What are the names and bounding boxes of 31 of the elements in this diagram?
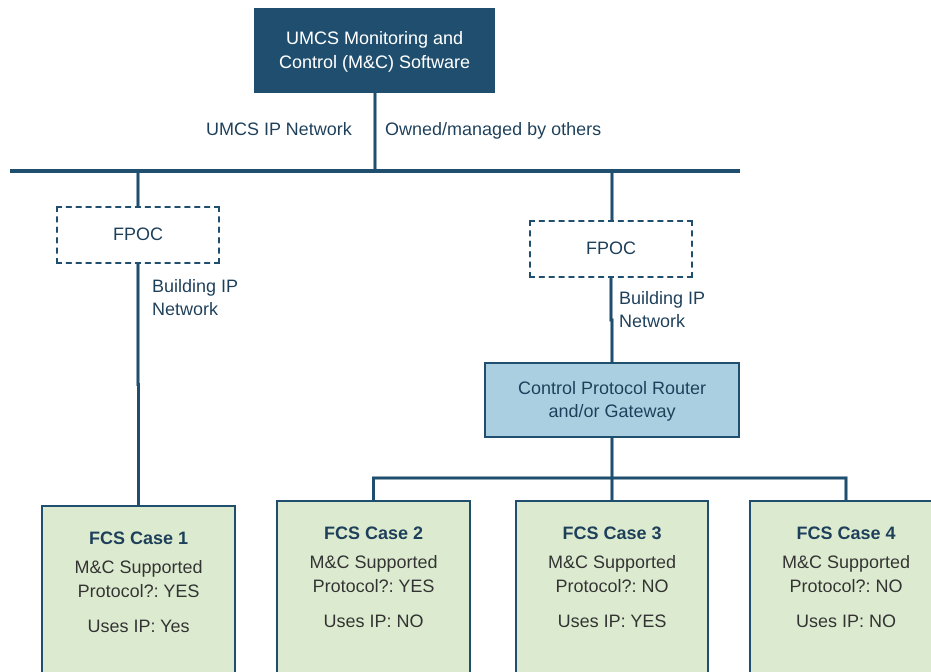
fpoc-box	[56, 206, 220, 264]
fpoc-box	[529, 220, 693, 278]
case-title: FCS Case 4	[795, 522, 897, 545]
fcs-case-box	[749, 500, 931, 672]
connector-line	[610, 278, 614, 362]
connector-line	[610, 438, 848, 500]
case-detail: Uses IP: YES	[556, 610, 668, 634]
case-detail: M&C Supported Protocol?: NO	[780, 551, 912, 598]
case-detail: Uses IP: Yes	[86, 615, 191, 638]
node-label: UMCS Monitoring and Control (M&C) Software	[278, 27, 472, 74]
case-detail: M&C Supported Protocol?: YES	[73, 556, 204, 603]
fcs-case-box	[276, 500, 471, 672]
network-bus	[10, 169, 740, 173]
case-detail: M&C Supported Protocol?: YES	[308, 551, 439, 598]
node-label: FPOC	[586, 237, 636, 260]
router-box	[484, 362, 740, 438]
node-label: Control Protocol Router and/or Gateway	[516, 376, 708, 423]
connector-line	[136, 173, 140, 206]
connector-line	[610, 173, 614, 220]
case-title: FCS Case 1	[88, 527, 190, 550]
software-box	[254, 8, 495, 93]
fcs-case-box	[515, 500, 709, 672]
case-detail: Uses IP: NO	[322, 610, 425, 634]
case-detail: Uses IP: NO	[794, 610, 898, 634]
case-title: FCS Case 3	[561, 522, 663, 545]
connector-line	[374, 93, 376, 169]
connector-line	[136, 264, 140, 505]
case-detail: M&C Supported Protocol?: NO	[546, 551, 678, 598]
case-title: FCS Case 2	[322, 522, 424, 545]
fcs-case-box	[41, 505, 236, 672]
node-label: FPOC	[112, 223, 163, 246]
